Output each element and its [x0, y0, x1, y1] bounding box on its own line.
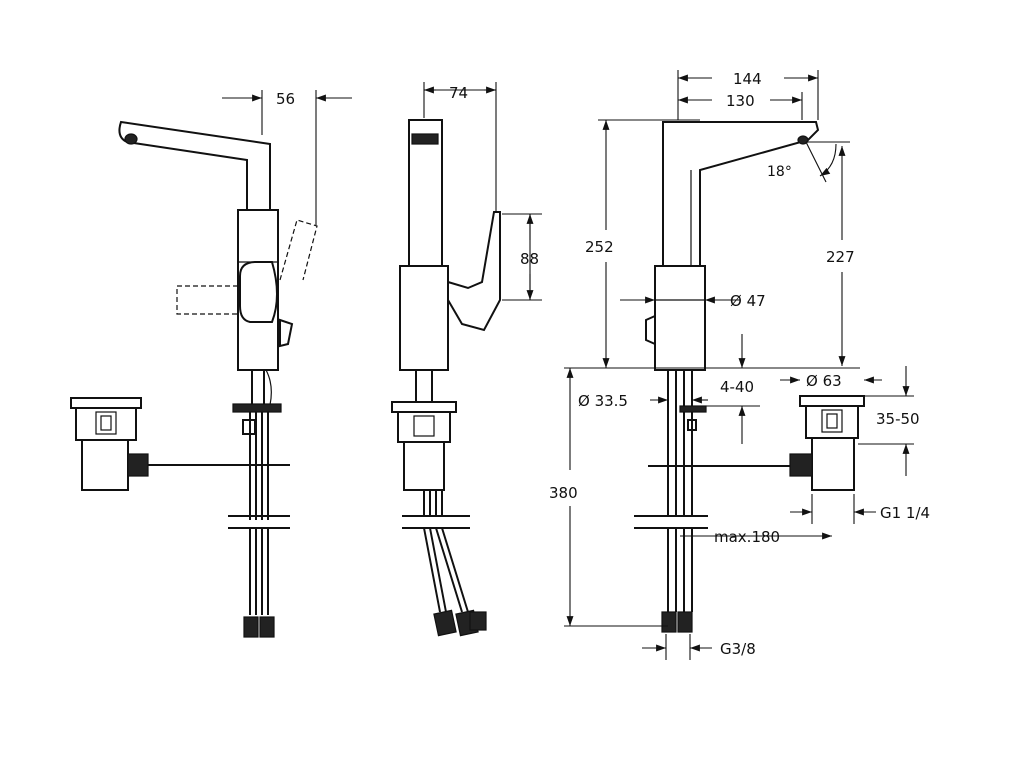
spout — [118, 120, 271, 211]
dim-hose-thread: G3/8 — [720, 640, 756, 658]
body — [654, 265, 706, 371]
dim-left-offset: 56 — [276, 90, 295, 108]
supply-hose — [423, 490, 447, 613]
dim-waste-diameter: Ø 63 — [806, 372, 842, 390]
dim-body-diameter: Ø 47 — [730, 292, 766, 310]
spout-aerator — [797, 135, 809, 145]
hose-nut — [661, 611, 677, 633]
dim-below-deck: 380 — [549, 484, 578, 502]
dim-lever-height: 88 — [520, 250, 539, 268]
hose-nut — [677, 611, 693, 633]
dim-spout-reach-outer: 144 — [733, 70, 762, 88]
dim-total-height: 252 — [585, 238, 614, 256]
front-view: 74 88 — [391, 82, 542, 637]
spout — [408, 119, 443, 269]
lever — [447, 211, 501, 332]
left-side-view: 56 — [70, 90, 352, 638]
lever — [239, 261, 278, 323]
spout — [662, 121, 820, 267]
dim-spout-reach-inner: 130 — [726, 92, 755, 110]
dim-spout-outlet-height: 227 — [826, 248, 855, 266]
supply-hose — [249, 412, 257, 615]
dim-waste-range: 35-50 — [876, 410, 920, 428]
dim-max-rod: max.180 — [714, 528, 780, 546]
dim-thickness-range: 4-40 — [720, 378, 754, 396]
dim-middle-offset: 74 — [449, 84, 468, 102]
hose-nut — [243, 616, 259, 638]
dim-waste-thread: G1 1/4 — [880, 504, 930, 522]
pop-up-waste — [391, 401, 457, 491]
pop-up-waste — [789, 395, 865, 491]
pop-up-waste — [70, 397, 290, 491]
right-side-view: 144 130 252 18° 227 Ø 47 4-40 Ø 33.5 — [549, 70, 930, 660]
hose-nut — [433, 609, 457, 637]
lever-open — [279, 219, 318, 281]
lever-rotated — [176, 285, 238, 315]
body — [399, 265, 449, 371]
dim-spout-angle: 18° — [767, 164, 792, 180]
spout-aerator — [124, 133, 138, 145]
dim-shank-diameter: Ø 33.5 — [578, 392, 628, 410]
hose-nut — [259, 616, 275, 638]
